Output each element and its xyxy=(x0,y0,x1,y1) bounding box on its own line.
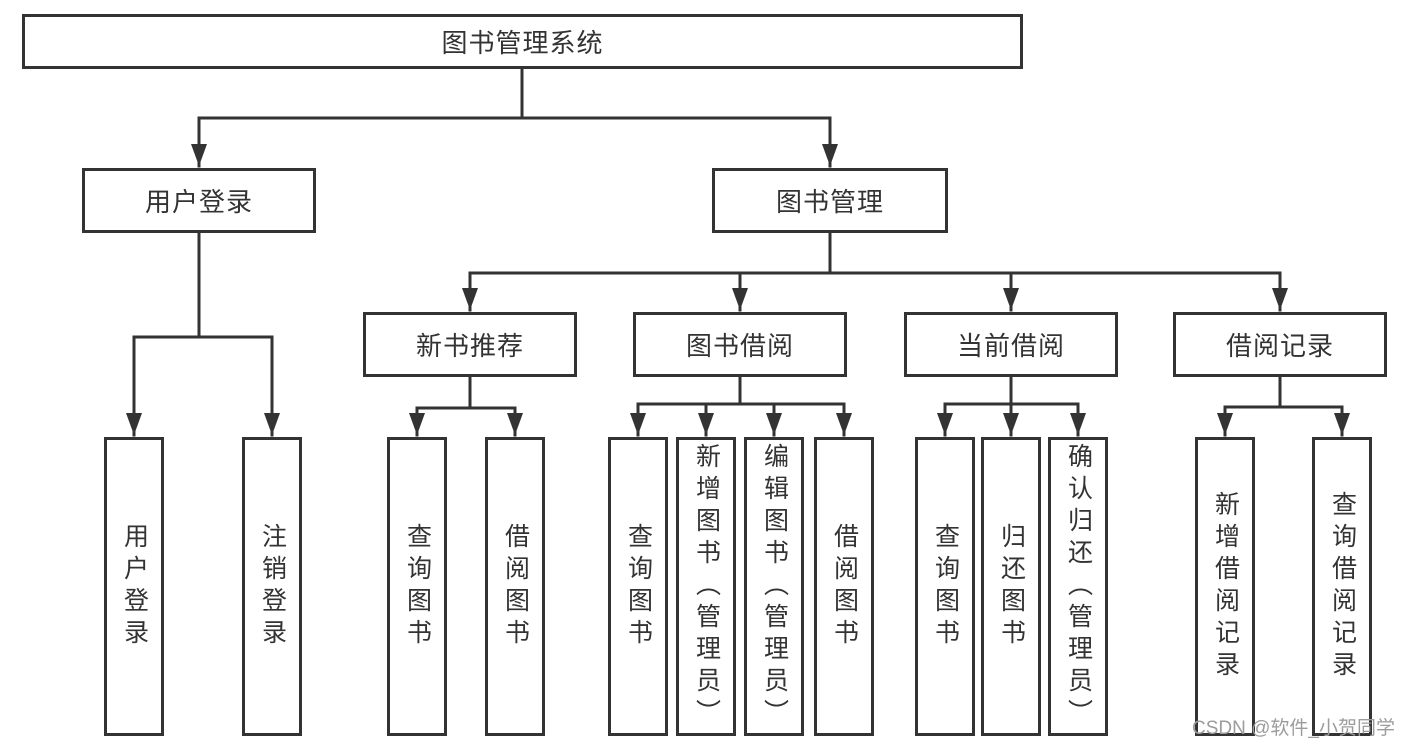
node-book-management: 图书管理 xyxy=(712,168,948,233)
node-label: 查询图书 xyxy=(403,522,432,651)
node-label: 图书借阅 xyxy=(685,331,794,361)
leaf-records-add-record: 新增借阅记录 xyxy=(1195,437,1255,736)
node-label: 查询借阅记录 xyxy=(1328,490,1357,683)
node-user-login: 用户登录 xyxy=(82,168,316,233)
leaf-current-query-books: 查询图书 xyxy=(915,437,975,736)
node-label: 借阅图书 xyxy=(830,522,859,651)
node-label: 新增借阅记录 xyxy=(1211,490,1240,683)
node-label: 归还图书 xyxy=(997,522,1026,651)
node-label: 新增图书（管理员） xyxy=(692,442,721,731)
node-borrow-records: 借阅记录 xyxy=(1173,312,1387,377)
node-label: 查询图书 xyxy=(624,522,653,651)
leaf-borrow-query-books: 查询图书 xyxy=(608,437,668,736)
node-label: 图书管理系统 xyxy=(441,28,604,58)
node-label: 编辑图书（管理员） xyxy=(760,442,789,731)
node-label: 查询图书 xyxy=(931,522,960,651)
leaf-newbook-query-books: 查询图书 xyxy=(387,437,447,736)
leaf-logout: 注销登录 xyxy=(242,437,302,736)
leaf-borrow-add-books-admin: 新增图书（管理员） xyxy=(676,437,736,736)
node-label: 图书管理 xyxy=(775,187,884,217)
node-label: 用户登录 xyxy=(144,187,253,217)
node-label: 用户登录 xyxy=(120,522,149,651)
node-label: 确认归还（管理员） xyxy=(1064,442,1093,731)
leaf-newbook-borrow-books: 借阅图书 xyxy=(485,437,545,736)
leaf-current-return-books: 归还图书 xyxy=(981,437,1041,736)
node-root-system: 图书管理系统 xyxy=(22,14,1023,69)
node-label: 当前借阅 xyxy=(956,331,1065,361)
node-label: 注销登录 xyxy=(258,522,287,651)
node-label: 借阅图书 xyxy=(501,522,530,651)
node-book-borrow: 图书借阅 xyxy=(633,312,847,377)
leaf-records-query-record: 查询借阅记录 xyxy=(1312,437,1372,736)
leaf-borrow-borrow-books: 借阅图书 xyxy=(814,437,874,736)
leaf-user-login: 用户登录 xyxy=(104,437,164,736)
node-label: 借阅记录 xyxy=(1225,331,1334,361)
node-current-borrow: 当前借阅 xyxy=(904,312,1118,377)
csdn-watermark: CSDN @软件_小贺同学 xyxy=(1192,718,1395,739)
leaf-borrow-edit-books-admin: 编辑图书（管理员） xyxy=(744,437,804,736)
node-new-book-recommend: 新书推荐 xyxy=(363,312,577,377)
node-label: 新书推荐 xyxy=(415,331,524,361)
leaf-current-confirm-return-admin: 确认归还（管理员） xyxy=(1048,437,1108,736)
